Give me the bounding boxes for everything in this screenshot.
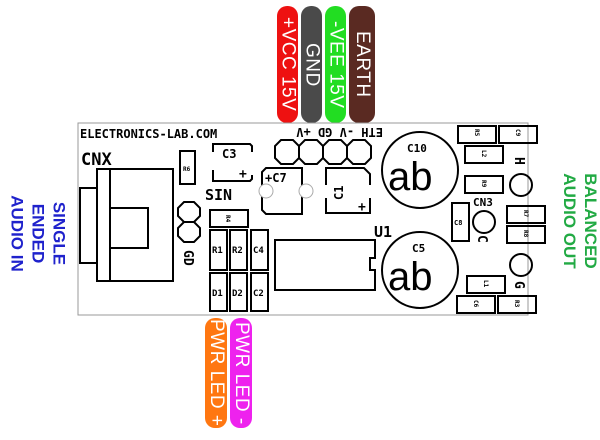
c7-label: +C7 [265, 171, 287, 185]
svg-text:R4: R4 [224, 215, 231, 223]
u1-label: U1 [374, 223, 392, 241]
r9-resistor: R9 [464, 175, 504, 194]
svg-text:R7: R7 [522, 210, 529, 218]
c10-symbol: ab [388, 155, 433, 199]
r2-resistor: R2 [229, 229, 248, 271]
g-output-pad [509, 253, 533, 277]
r8-resistor: R8 [506, 225, 546, 244]
c5-capacitor [381, 231, 459, 309]
c7-capacitor [261, 167, 303, 215]
l1-inductor: L1 [466, 275, 506, 294]
sin-label: SIN [205, 186, 232, 204]
r1-resistor: R1 [209, 229, 228, 271]
r4-resistor: R4 [209, 209, 249, 228]
gd-label: GD [180, 250, 195, 266]
pin-pwr-led-plus: PWR LED + [205, 318, 227, 428]
r7-resistor: R7 [506, 205, 546, 224]
c-output-label: C [474, 235, 489, 243]
c2-capacitor: C2 [250, 272, 269, 312]
c1-polarity: + [358, 200, 366, 215]
pin-gnd: GND [301, 6, 323, 123]
r3-resistor: R3 [497, 295, 537, 314]
c3-capacitor [212, 143, 253, 182]
d1-diode: D1 [209, 272, 228, 312]
l2-inductor: L2 [464, 145, 504, 164]
pin-earth-label: EARTH [352, 31, 373, 98]
c9-capacitor: C9 [498, 125, 538, 144]
c1-label: C1 [332, 186, 346, 200]
c10-label: C10 [407, 142, 427, 155]
cnx-label: CNX [81, 150, 112, 170]
power-connector-pads [274, 139, 372, 165]
svg-text:L2: L2 [480, 150, 487, 158]
c10-capacitor [381, 131, 459, 209]
r6-resistor: R6 [179, 150, 196, 185]
pin-vee: -VEE 15V [325, 6, 347, 123]
board-outline [77, 122, 529, 316]
svg-text:C4: C4 [253, 246, 264, 256]
h-output-label: H [511, 157, 526, 165]
cn3-label: CN3 [473, 196, 493, 209]
c7-pad-left [258, 183, 274, 199]
sin-pads [177, 201, 201, 243]
c-output-pad [472, 210, 496, 234]
pin-pwr-led-plus-label: PWR LED + [206, 319, 227, 427]
svg-text:C8: C8 [454, 219, 462, 227]
d2-diode: D2 [229, 272, 248, 312]
svg-text:D2: D2 [232, 289, 243, 299]
c7-pad-right [298, 183, 314, 199]
svg-text:R8: R8 [522, 230, 529, 238]
c3-label: C3 [222, 147, 236, 161]
svg-text:L1: L1 [482, 280, 489, 288]
svg-text:R3: R3 [513, 300, 520, 308]
svg-text:C9: C9 [514, 129, 521, 137]
pin-pwr-led-minus-label: PWR LED - [231, 321, 252, 425]
c5-label: C5 [412, 242, 425, 255]
c4-capacitor: C4 [250, 229, 269, 271]
c1-capacitor [325, 167, 371, 214]
svg-text:R5: R5 [473, 129, 480, 137]
cnx-connector [79, 168, 174, 282]
svg-text:R9: R9 [480, 180, 487, 188]
pin-gnd-label: GND [301, 42, 323, 87]
svg-text:C2: C2 [253, 289, 264, 299]
c3-polarity: + [239, 167, 247, 182]
c6-capacitor: C6 [456, 295, 496, 314]
pin-vcc-label: +VCC 15V [277, 17, 299, 112]
pin-earth: EARTH [349, 6, 375, 123]
pin-vee-label: -VEE 15V [325, 20, 347, 109]
svg-text:R2: R2 [232, 246, 243, 256]
brand-text: ELECTRONICS-LAB.COM [80, 127, 217, 141]
svg-text:R1: R1 [212, 246, 223, 256]
svg-text:C6: C6 [472, 300, 479, 308]
c8-capacitor: C8 [451, 202, 470, 242]
r5-resistor: R5 [457, 125, 497, 144]
g-output-label: G [511, 281, 526, 289]
pin-pwr-led-minus: PWR LED - [230, 318, 252, 428]
h-output-pad [509, 173, 533, 197]
svg-text:D1: D1 [212, 289, 223, 299]
pin-vcc: +VCC 15V [277, 6, 299, 123]
u1-chip [274, 239, 376, 291]
power-header-label: ETH -V GD +V [296, 125, 383, 139]
c5-symbol: ab [388, 255, 433, 299]
svg-text:R6: R6 [183, 166, 191, 173]
